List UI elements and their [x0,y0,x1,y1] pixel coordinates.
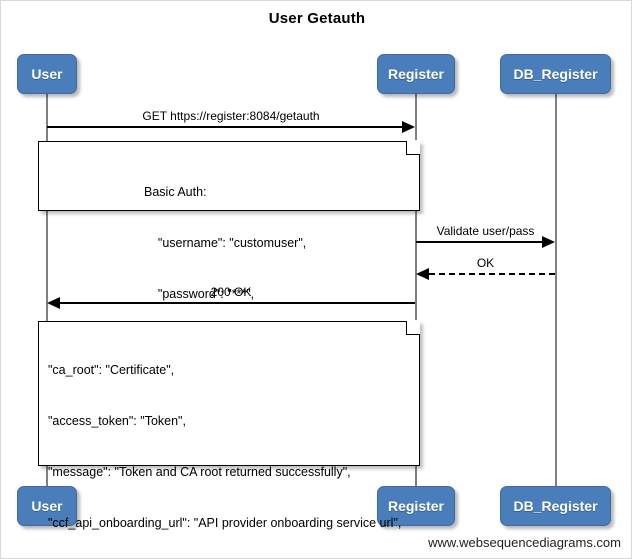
actor-label: DB_Register [513,66,598,82]
message-label-200-ok: 200 OK [210,285,252,299]
note-line: Basic Auth: [144,185,207,199]
message-line-get-getauth [47,126,402,128]
actor-db-register-bottom[interactable]: DB_Register [500,486,611,526]
actor-db-register-top[interactable]: DB_Register [500,54,611,94]
actor-label: Register [387,498,445,514]
actor-register-bottom[interactable]: Register [377,486,455,526]
actor-user-bottom[interactable]: User [17,486,77,526]
note-line: "message": "Token and CA root returned s… [48,465,351,479]
lifeline-register [415,94,417,486]
note-line: "access_token": "Token", [48,414,186,428]
arrow-head-right [542,236,555,248]
message-label-get-getauth: GET https://register:8084/getauth [142,109,320,123]
note-text: "ca_root": "Certificate", "access_token"… [39,322,419,558]
note-line: "ca_root": "Certificate", [48,363,175,377]
actor-register-top[interactable]: Register [377,54,455,94]
basic-auth-note: Basic Auth: "username": "customuser", "p… [38,140,420,301]
message-label-validate-user-pass: Validate user/pass [436,224,535,238]
message-line-ok [429,273,555,275]
actor-label: User [31,66,63,82]
footer-watermark: www.websequencediagrams.com [428,535,621,550]
message-line-validate-user-pass [416,241,543,243]
actor-label: User [31,498,63,514]
page-title: User Getauth [268,10,366,27]
actor-label: DB_Register [513,498,598,514]
arrow-head-left [416,268,429,280]
actor-user-top[interactable]: User [17,54,77,94]
note-text: Basic Auth: "username": "customuser", "p… [39,142,419,343]
note-line: "password": "***", [144,287,255,301]
note-fold-icon [406,320,420,335]
message-label-ok: OK [476,256,495,270]
arrow-head-right [402,121,415,133]
arrow-head-left [47,297,60,309]
lifeline-db-register [555,94,557,486]
actor-label: Register [387,66,445,82]
note-line: "username": "customuser", [144,236,307,250]
message-line-200-ok [60,302,415,304]
response-payload-note: "ca_root": "Certificate", "access_token"… [38,320,420,530]
lifeline-user [46,94,48,486]
note-fold-icon [406,140,420,155]
note-line: "ccf_api_onboarding_url": "API provider … [48,516,402,530]
